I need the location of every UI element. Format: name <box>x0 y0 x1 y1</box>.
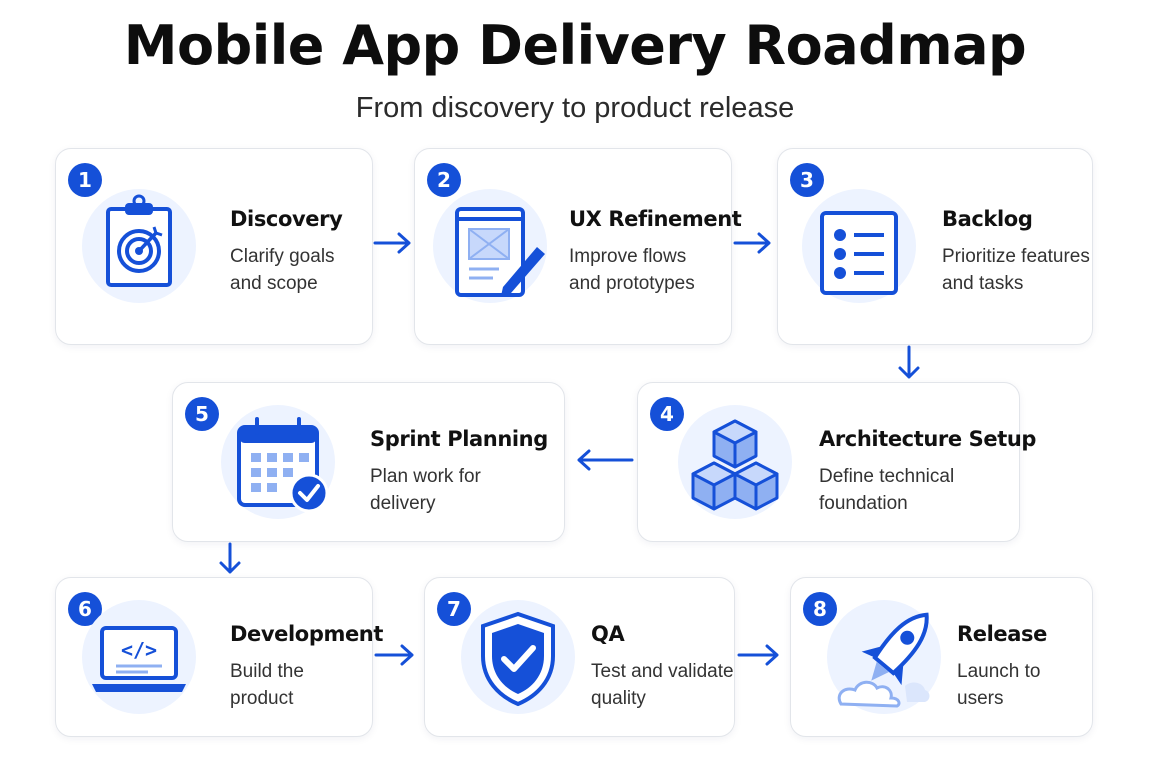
step-number-badge: 1 <box>68 163 102 197</box>
step-description-line: and prototypes <box>569 273 695 294</box>
step-card-sprint-planning: 5 Sprint Planning Plan work for delivery <box>172 382 565 542</box>
step-description-line: Test and validate <box>591 661 734 682</box>
step-text: QA Test and validate quality <box>591 622 734 712</box>
cubes-icon <box>678 405 792 519</box>
checklist-icon <box>802 189 916 303</box>
step-description: Improve flows and prototypes <box>569 243 741 297</box>
step-description-line: Define technical <box>819 466 955 487</box>
step-description: Launch to users <box>957 658 1047 712</box>
step-number-badge: 3 <box>790 163 824 197</box>
step-number-badge: 4 <box>650 397 684 431</box>
step-description: Define technical foundation <box>819 463 1036 517</box>
step-text: UX Refinement Improve flows and prototyp… <box>569 207 742 297</box>
step-card-qa: 7 QA Test and validate quality <box>424 577 735 737</box>
step-description-line: Plan work for <box>370 466 481 487</box>
step-description: Clarify goals and scope <box>230 243 342 297</box>
step-text: Backlog Prioritize features and tasks <box>942 207 1090 297</box>
step-description-line: quality <box>591 688 646 709</box>
arrow-right-icon <box>373 232 411 254</box>
step-description-line: Prioritize features <box>942 246 1090 267</box>
step-description-line: product <box>230 688 294 709</box>
step-description: Build the product <box>230 658 383 712</box>
step-title: Architecture Setup <box>819 427 1037 451</box>
step-title: QA <box>591 622 625 646</box>
rocket-icon <box>827 600 941 714</box>
step-description-line: Build the <box>230 661 304 682</box>
step-title: Development <box>230 622 383 646</box>
step-description-line: Launch to <box>957 661 1041 682</box>
step-description: Test and validate quality <box>591 658 734 712</box>
page-title: Mobile App Delivery Roadmap <box>123 14 1027 77</box>
step-description-line: foundation <box>819 493 908 514</box>
step-card-development: 6 </> Development Build the product <box>55 577 383 737</box>
step-number-badge: 2 <box>427 163 461 197</box>
laptop-code-icon: </> <box>82 600 196 714</box>
step-text: Discovery Clarify goals and scope <box>230 207 343 297</box>
shield-check-icon <box>461 600 575 714</box>
svg-text:</>: </> <box>121 638 157 662</box>
step-title: Discovery <box>230 207 343 231</box>
step-number-badge: 8 <box>803 592 837 626</box>
step-title: Release <box>957 622 1047 646</box>
step-title: Backlog <box>942 207 1033 231</box>
step-title: Sprint Planning <box>370 427 548 451</box>
arrow-down-icon <box>898 345 920 379</box>
step-number-badge: 7 <box>437 592 471 626</box>
step-card-backlog: 3 Backlog Prioritize features and tasks <box>777 148 1093 345</box>
step-description-line: Improve flows <box>569 246 687 267</box>
step-card-ux-refinement: 2 UX Refinement Improve flows and protot… <box>414 148 742 345</box>
calendar-check-icon <box>221 405 335 519</box>
step-description-line: and scope <box>230 273 318 294</box>
step-number-badge: 5 <box>185 397 219 431</box>
page-subtitle: From discovery to product release <box>355 92 795 124</box>
arrow-right-icon <box>733 232 771 254</box>
arrow-right-icon <box>374 644 414 666</box>
step-text: Development Build the product <box>230 622 383 712</box>
step-text: Release Launch to users <box>957 622 1047 712</box>
step-card-discovery: 1 Discovery Clarify goals and scope <box>55 148 373 345</box>
arrow-down-icon <box>219 542 241 574</box>
step-description-line: and tasks <box>942 273 1024 294</box>
step-text: Architecture Setup Define technical foun… <box>819 427 1036 517</box>
step-card-release: 8 Release Launch to users <box>790 577 1093 737</box>
arrow-left-icon <box>577 449 634 471</box>
step-card-architecture-setup: 4 Architecture Setup Define technical fo… <box>637 382 1036 542</box>
step-text: Sprint Planning Plan work for delivery <box>370 427 548 517</box>
step-title: UX Refinement <box>569 207 742 231</box>
wireframe-pencil-icon <box>433 189 547 303</box>
step-description-line: users <box>957 688 1004 709</box>
step-description-line: delivery <box>370 493 436 514</box>
step-description-line: Clarify goals <box>230 246 335 267</box>
arrow-right-icon <box>737 644 779 666</box>
clipboard-target-icon <box>82 189 196 303</box>
step-description: Plan work for delivery <box>370 463 548 517</box>
step-description: Prioritize features and tasks <box>942 243 1090 297</box>
